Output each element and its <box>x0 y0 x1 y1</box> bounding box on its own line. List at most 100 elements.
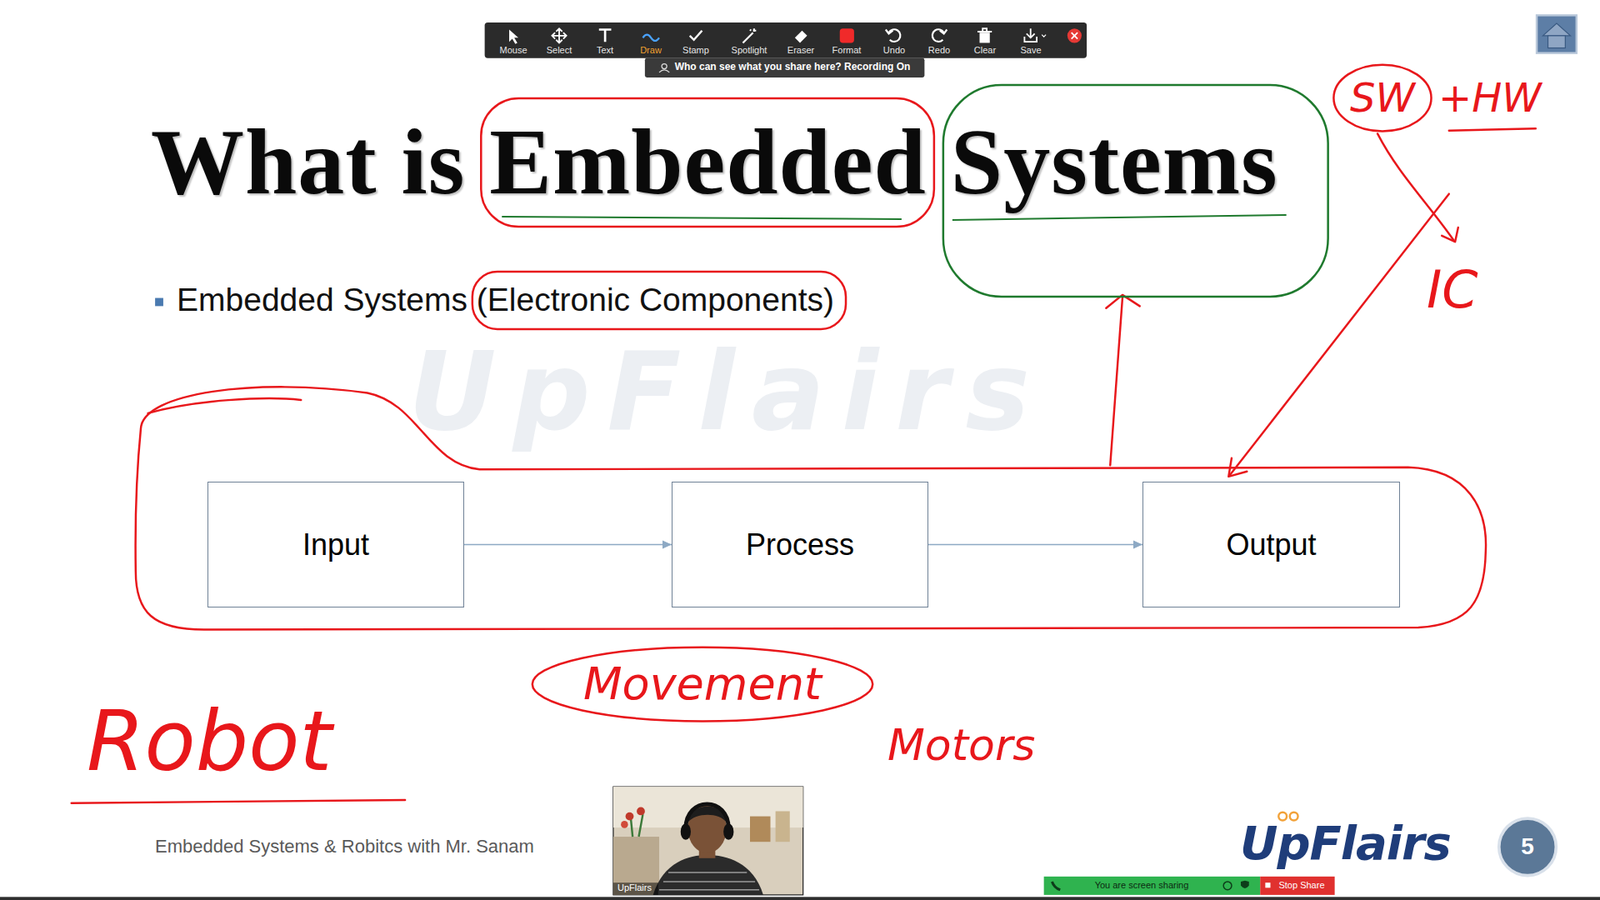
flow-arrow <box>464 540 672 550</box>
drawn-path <box>1228 458 1247 477</box>
drawn-rect <box>980 32 990 43</box>
footer-text: Embedded Systems & Robitcs with Mr. Sana… <box>155 835 535 857</box>
arrow-line <box>928 544 1143 546</box>
drawn-path <box>659 872 760 890</box>
stop-share-button: Stop Share <box>1278 880 1325 891</box>
box-label: Output <box>1225 527 1316 562</box>
drawn-rect <box>1265 882 1270 888</box>
arrow-line <box>464 544 672 546</box>
process-box: Process <box>671 481 929 608</box>
drawn-path <box>1441 227 1459 242</box>
drawn-rect <box>1548 35 1566 49</box>
drawn-rect <box>485 22 1087 59</box>
drawn-polygon <box>1542 23 1570 36</box>
drawn-path <box>1051 881 1060 890</box>
page-number-badge <box>1499 818 1557 876</box>
drawn-path <box>1024 28 1037 42</box>
drawn-path <box>599 30 612 43</box>
hand-circle <box>532 647 873 722</box>
drawn-rect <box>613 836 660 895</box>
toolbar-label: Select <box>546 45 573 56</box>
handwritten-note: Motors <box>887 720 1035 771</box>
handwritten-note: Robot <box>86 693 333 790</box>
drawn-rect <box>750 816 770 843</box>
handwritten-note: +HW <box>1438 75 1542 121</box>
share-notice: Who can see what you share here? Recordi… <box>675 61 911 74</box>
drawn-path <box>1240 880 1250 889</box>
hand-underline <box>501 216 902 220</box>
handwritten-note: Movement <box>583 658 822 710</box>
bullet-square <box>155 298 164 307</box>
drawn-rect <box>645 58 925 78</box>
drawn-circle <box>625 812 635 821</box>
red-annotations <box>71 128 1536 803</box>
bullet-text: Embedded Systems (Electronic Components) <box>176 281 835 320</box>
toolbar-label: Format <box>832 45 862 56</box>
share-status-bar <box>1044 876 1335 895</box>
process-box: Output <box>1142 481 1400 608</box>
flow-arrow <box>928 540 1143 550</box>
box-label: Input <box>302 527 370 562</box>
drawn-path <box>71 800 405 804</box>
drawn-circle <box>1067 28 1082 43</box>
drawn-path <box>653 855 764 895</box>
toolbar-label: Redo <box>928 45 950 56</box>
toolbar-label: Text <box>596 45 614 56</box>
slide-title: What is Embedded Systems <box>150 108 1279 216</box>
drawn-path <box>1110 298 1123 466</box>
toolbar-label: Undo <box>883 45 905 56</box>
drawn-circle <box>661 64 667 70</box>
share-status: You are screen sharing <box>1095 880 1190 891</box>
toolbar-label: Eraser <box>787 45 815 56</box>
page-number: 5 <box>1520 833 1535 860</box>
arrow-head <box>1133 540 1143 550</box>
toolbar-label: Draw <box>640 45 662 56</box>
drawn-path <box>940 30 948 35</box>
toolbar-label: Save <box>1020 45 1041 56</box>
zoom-toolbar <box>485 22 1087 78</box>
drawn-path <box>885 30 894 35</box>
webcam-tile <box>613 786 804 895</box>
toolbar-label: Clear <box>974 45 996 56</box>
drawn-path <box>1377 133 1455 241</box>
drawn-circle <box>620 820 629 829</box>
drawn-rect <box>613 786 804 895</box>
drawn-path <box>1071 32 1078 39</box>
toolbar-label: Spotlight <box>731 45 768 56</box>
hand-circle <box>1333 65 1431 132</box>
drawn-rect <box>840 28 855 43</box>
drawn-polygon <box>795 30 808 44</box>
drawn-path <box>509 30 519 45</box>
drawn-path <box>1230 194 1450 476</box>
drawn-path <box>642 35 660 41</box>
drawn-path <box>1041 35 1046 37</box>
drawn-ellipse <box>680 823 691 840</box>
drawn-path <box>977 28 992 32</box>
box-label: Process <box>745 527 855 562</box>
toolbar-label: Mouse <box>499 45 527 56</box>
drawn-path <box>551 28 566 43</box>
drawn-path <box>685 804 729 829</box>
drawn-circle <box>1223 881 1232 890</box>
drawn-path <box>690 30 703 40</box>
drawn-path <box>742 28 756 43</box>
brand-logo: UpFlairs <box>1240 816 1451 870</box>
home-icon <box>1536 15 1577 53</box>
arrow-head <box>662 540 672 550</box>
webcam-name: UpFlairs <box>617 882 652 894</box>
hand-underline <box>952 215 1287 220</box>
drawn-rect <box>1260 876 1335 895</box>
drawn-circle <box>636 807 645 816</box>
drawn-path <box>659 70 670 73</box>
handwritten-note: IC <box>1426 260 1479 320</box>
toolbar-label: Stamp <box>682 45 710 56</box>
drawn-rect <box>775 810 790 842</box>
process-box: Input <box>207 481 465 608</box>
window-bottom-edge <box>0 896 1600 900</box>
handwritten-note: SW <box>1350 75 1415 121</box>
drawn-rect <box>1536 15 1577 53</box>
drawn-rect <box>1044 876 1261 895</box>
drawn-path <box>148 398 302 414</box>
drawn-rect <box>613 882 659 895</box>
